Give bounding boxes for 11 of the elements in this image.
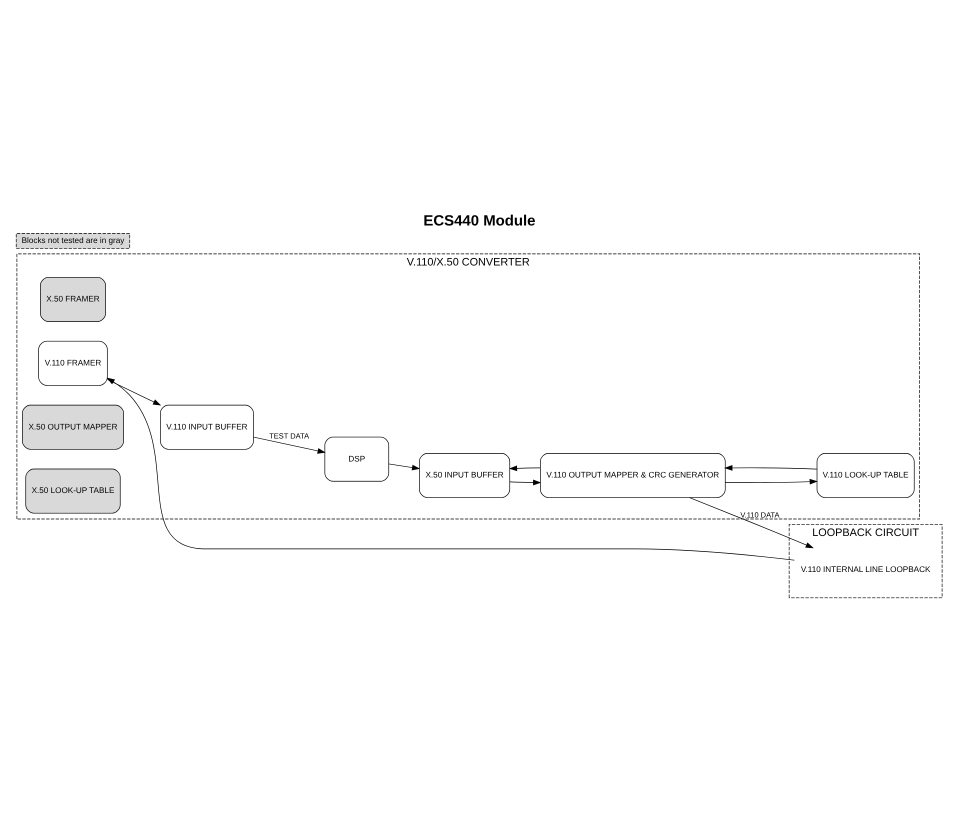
arrow <box>107 378 162 405</box>
edge-label: TEST DATA <box>269 431 310 440</box>
arrow <box>508 464 541 471</box>
arrow <box>510 479 542 485</box>
edge-label: V.110 DATA <box>740 510 780 519</box>
arrow <box>724 478 818 484</box>
diagram-title: ECS440 Module <box>423 212 536 230</box>
arrow <box>253 436 326 454</box>
arrow <box>388 463 420 470</box>
arrow <box>689 496 814 548</box>
arrow <box>724 464 818 470</box>
